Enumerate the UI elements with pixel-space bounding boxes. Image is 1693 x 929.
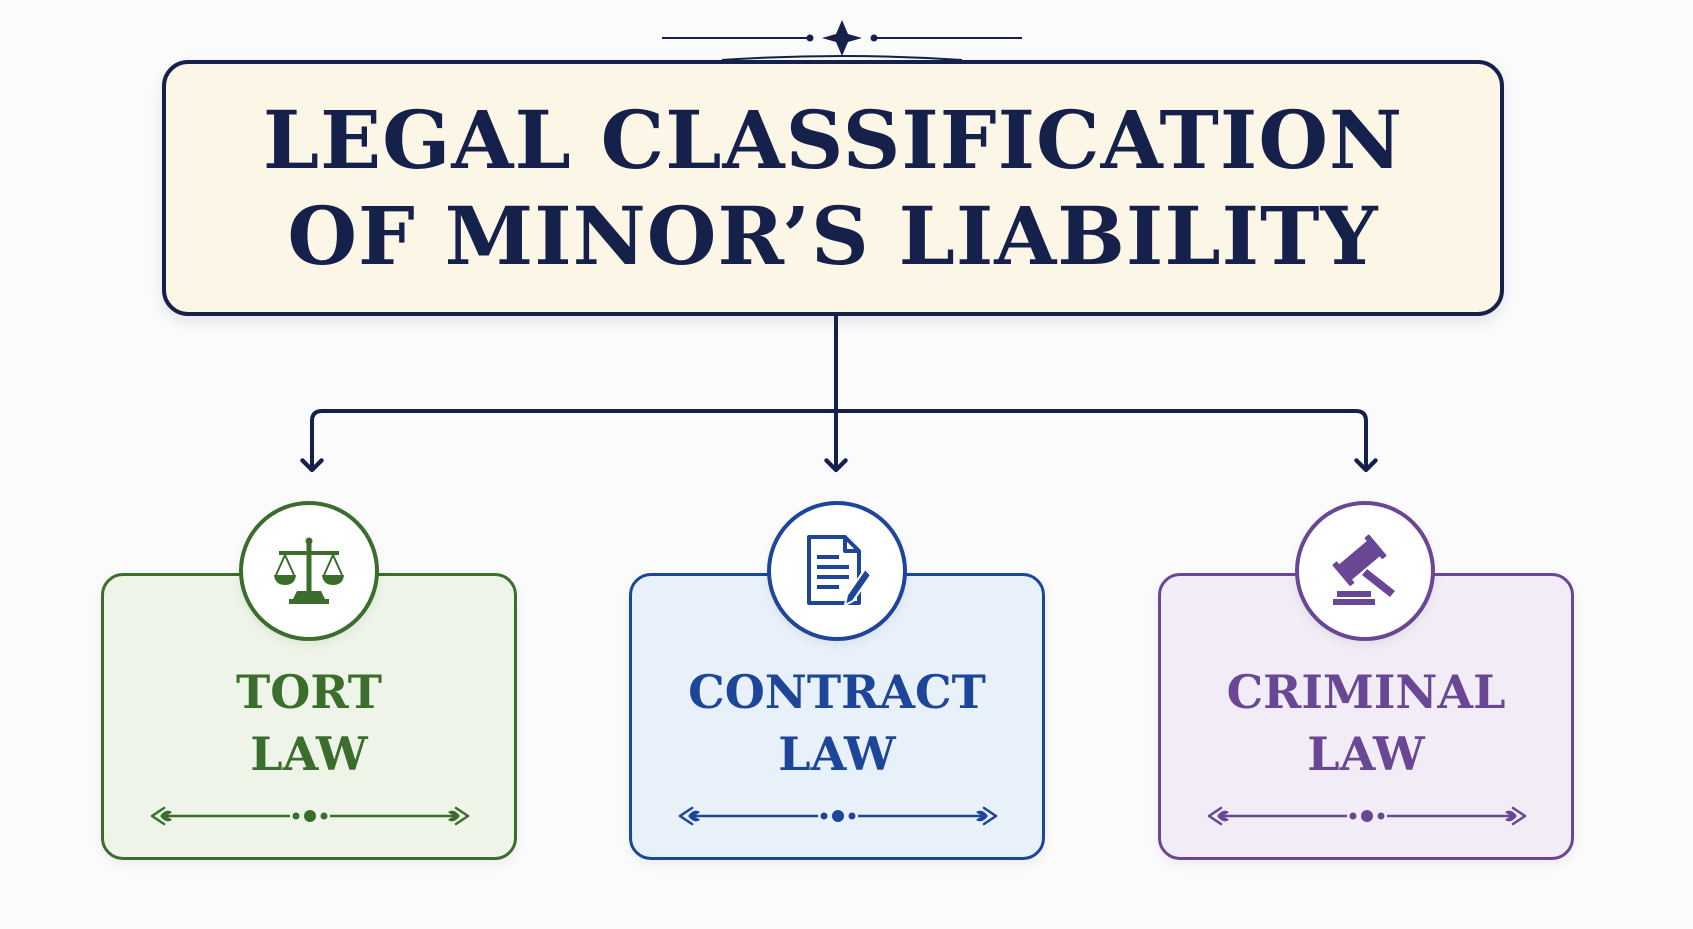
tort-law-card: TORT LAW [101,573,517,860]
criminal-law-label-line-1: CRIMINAL [1226,665,1506,719]
title-ornament-icon [662,20,1022,61]
tort-law-flourish-icon [150,806,470,826]
tort-law-label: TORT LAW [104,661,514,785]
criminal-law-label: CRIMINAL LAW [1161,661,1571,785]
criminal-law-flourish-icon [1207,806,1527,826]
tort-law-medallion [239,501,379,641]
gavel-icon [1332,534,1395,605]
contract-document-pen-icon [807,535,872,606]
contract-law-label-line-2: LAW [778,727,896,781]
title-line-2: OF MINOR’S LIABILITY [287,189,1379,283]
contract-law-flourish-icon [678,806,998,826]
contract-law-label: CONTRACT LAW [632,661,1042,785]
connector-to-tort [300,409,836,473]
criminal-law-card: CRIMINAL LAW [1158,573,1574,860]
criminal-law-medallion [1295,501,1435,641]
contract-law-medallion [767,501,907,641]
tort-law-label-line-1: TORT [236,665,382,719]
scales-of-justice-icon [274,537,344,604]
criminal-law-label-line-2: LAW [1307,727,1425,781]
title-line-1: LEGAL CLASSIFICATION [262,93,1404,187]
tort-law-label-line-2: LAW [250,727,368,781]
connector-to-criminal [836,409,1378,473]
title-box: LEGAL CLASSIFICATION OF MINOR’S LIABILIT… [162,60,1504,316]
contract-law-label-line-1: CONTRACT [688,665,986,719]
